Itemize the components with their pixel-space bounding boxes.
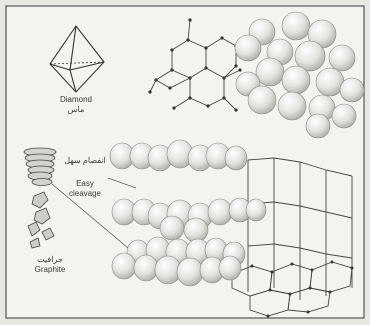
diamond-label: Diamond bbox=[46, 96, 106, 104]
graphite-arabic-label: جرافيت bbox=[20, 256, 80, 264]
graphite-label: Graphite bbox=[20, 266, 80, 274]
cleavage-label: cleavage bbox=[62, 190, 108, 198]
easy-label: Easy bbox=[62, 180, 108, 188]
diamond-arabic-label: ماس bbox=[46, 106, 106, 114]
cleavage-arabic-label: انفصام سهل bbox=[62, 157, 108, 165]
